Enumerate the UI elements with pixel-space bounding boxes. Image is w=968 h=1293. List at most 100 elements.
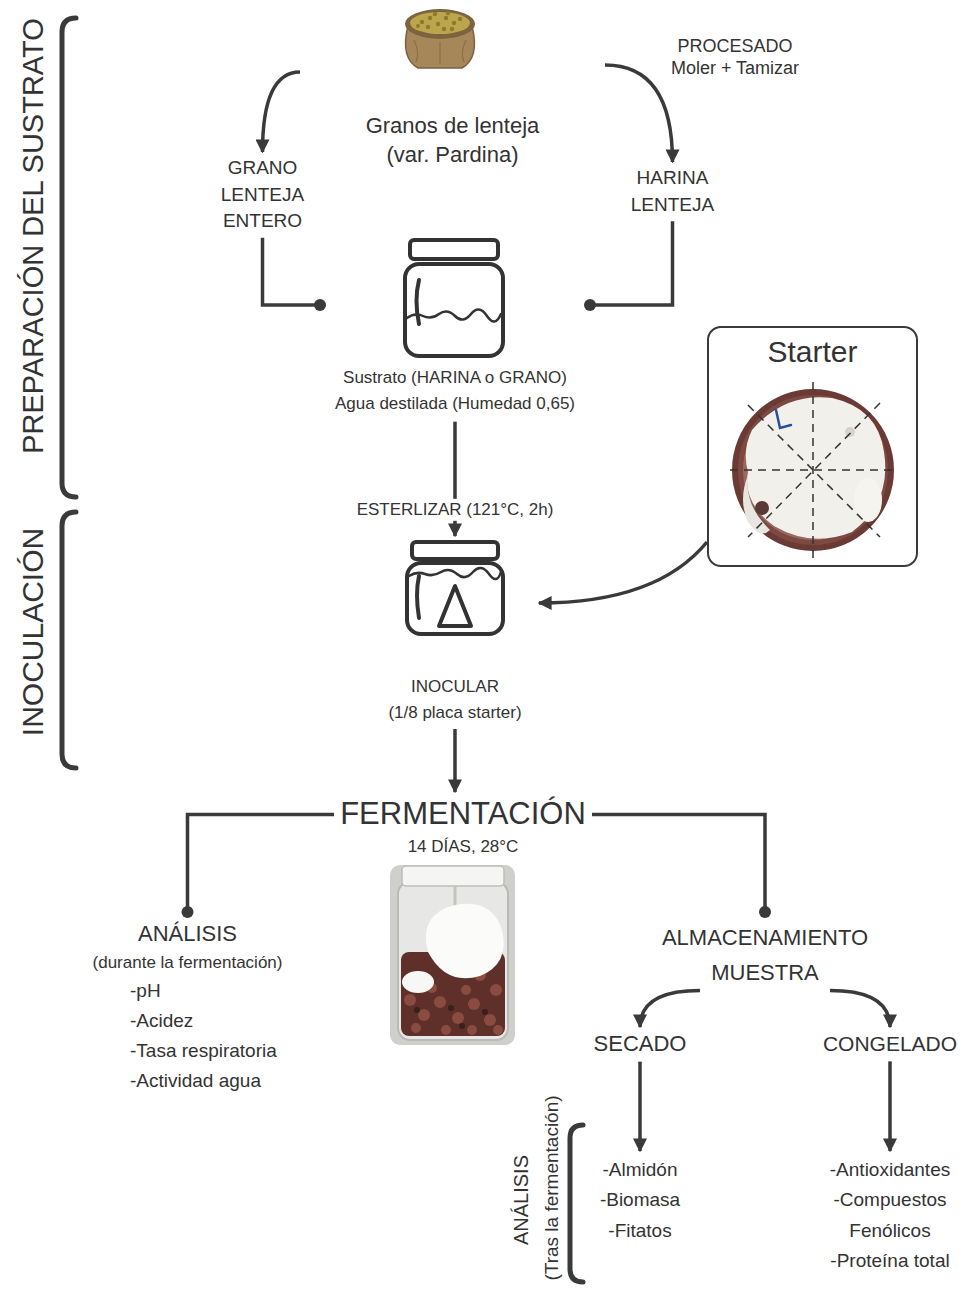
illustration-part (434, 996, 446, 1008)
section-bracket (62, 18, 583, 1282)
section-bracket (62, 18, 76, 497)
node-text: Granos de lenteja (var. Pardina) (353, 112, 553, 169)
node-text: -Biomasa (580, 1185, 700, 1215)
illustration-part (414, 1007, 420, 1013)
connector (830, 990, 890, 1027)
connector-dot (182, 906, 194, 918)
section-bracket (570, 1125, 583, 1282)
node-text: Sustrato (HARINA o GRANO) (320, 365, 590, 391)
node-text: ALMACENAMIENTO MUESTRA (650, 920, 880, 990)
illustration-part (812, 382, 814, 560)
connector (453, 729, 457, 792)
illustration-part (420, 20, 424, 24)
node-text: -pH (60, 976, 315, 1006)
illustration-part (461, 985, 471, 995)
fermentation-photo (398, 882, 508, 1040)
jar-icon (405, 264, 503, 356)
petri-dish-photo (776, 410, 791, 428)
analysis-list: -Antioxidantes-Compuestos Fenólicos-Prot… (820, 1155, 960, 1277)
node-text: INOCULAR (375, 674, 535, 700)
storage-branch: CONGELADO (820, 1030, 960, 1058)
node-text: ANÁLISIS (60, 920, 315, 949)
connector (592, 814, 765, 912)
illustration-part (484, 1014, 496, 1026)
node-text: 14 DÍAS, 28°C (338, 834, 588, 860)
illustration-part (411, 1023, 421, 1033)
illustration-part (414, 1005, 488, 1029)
edge-label: PROCESADO Moler + Tamizar (663, 35, 808, 80)
jar-icon (407, 309, 501, 321)
illustration-part (433, 12, 437, 16)
section-label: ANÁLISIS (510, 1155, 533, 1245)
petri-dish-photo (730, 382, 897, 560)
node-text: (durante la fermentación) (60, 949, 315, 976)
illustration-part (490, 984, 502, 996)
illustration-part (442, 27, 446, 31)
connector-dot (314, 299, 326, 311)
node-text: -Actividad agua (60, 1066, 315, 1096)
illustration-part (452, 1012, 464, 1024)
illustration-part (428, 16, 432, 20)
jar-icon (439, 586, 471, 626)
connector-dot (584, 299, 596, 311)
node-text: HARINA LENTEJA (625, 165, 720, 218)
storage-step: ALMACENAMIENTO MUESTRA (650, 920, 880, 990)
jar-icon (417, 280, 420, 324)
node-text: CONGELADO (820, 1030, 960, 1058)
node-text: SECADO (585, 1030, 695, 1059)
node-text: -Compuestos Fenólicos (820, 1185, 960, 1246)
connector-dot (759, 906, 771, 918)
petri-dish-photo (746, 397, 886, 539)
node-text: -Almidón (580, 1155, 700, 1185)
connector (539, 542, 707, 603)
petri-dish-photo (743, 475, 770, 534)
fermentation-photo (402, 866, 504, 886)
jar-icon (410, 240, 498, 259)
fermentation-photo (390, 865, 515, 1045)
process-step: HARINA LENTEJA (625, 165, 720, 218)
node-text: -Antioxidantes (820, 1155, 960, 1185)
section-note: (Tras la fermentación) (541, 1095, 563, 1280)
section-bracket (62, 512, 76, 768)
fermentation-photo (426, 904, 504, 979)
connector (590, 221, 673, 305)
illustration-part (452, 21, 456, 25)
lentil-sack (414, 40, 466, 64)
fermentation-photo (402, 971, 434, 993)
petri-dish-photo (755, 501, 769, 515)
illustration-part (748, 403, 880, 537)
illustration-part (441, 1025, 451, 1035)
fermentation-photo (390, 865, 515, 1045)
node-text: Agua destilada (Humedad 0,65) (320, 391, 590, 417)
fermentation-step: FERMENTACIÓN14 DÍAS, 28°C (338, 795, 588, 859)
jar-step: Sustrato (HARINA o GRANO)Agua destilada … (320, 235, 590, 418)
illustration-part (416, 24, 420, 28)
node-text: FERMENTACIÓN (338, 795, 588, 834)
illustration-part (467, 1025, 477, 1035)
illustration-part (404, 994, 416, 1006)
analysis-list: -Almidón-Biomasa-Fitatos (580, 1155, 700, 1246)
process-step: GRANO LENTEJA ENTERO (215, 155, 310, 235)
jar-icon (407, 563, 503, 634)
connector (640, 990, 700, 1027)
illustration-part (493, 1025, 503, 1035)
node-text: GRANO LENTEJA ENTERO (215, 155, 310, 235)
section-label: INOCULACIÓN (16, 528, 50, 736)
node-text: -Tasa respiratoria (60, 1036, 315, 1066)
illustration-part (730, 382, 897, 560)
connector (188, 814, 335, 912)
node-text: -Acidez (60, 1006, 315, 1036)
illustration-part (444, 16, 448, 20)
illustration-part (482, 1009, 488, 1015)
illustration-part (416, 11, 462, 31)
lentil-sack (410, 12, 470, 34)
illustration-part (459, 1023, 465, 1029)
jar-icon (417, 576, 419, 618)
node-text: (1/8 placa starter) (375, 700, 535, 726)
petri-dish-photo (845, 427, 855, 437)
illustration-part (458, 17, 462, 21)
analysis-list: ANÁLISIS(durante la fermentación)-pH-Aci… (60, 920, 315, 1096)
jar-icon (407, 542, 503, 634)
